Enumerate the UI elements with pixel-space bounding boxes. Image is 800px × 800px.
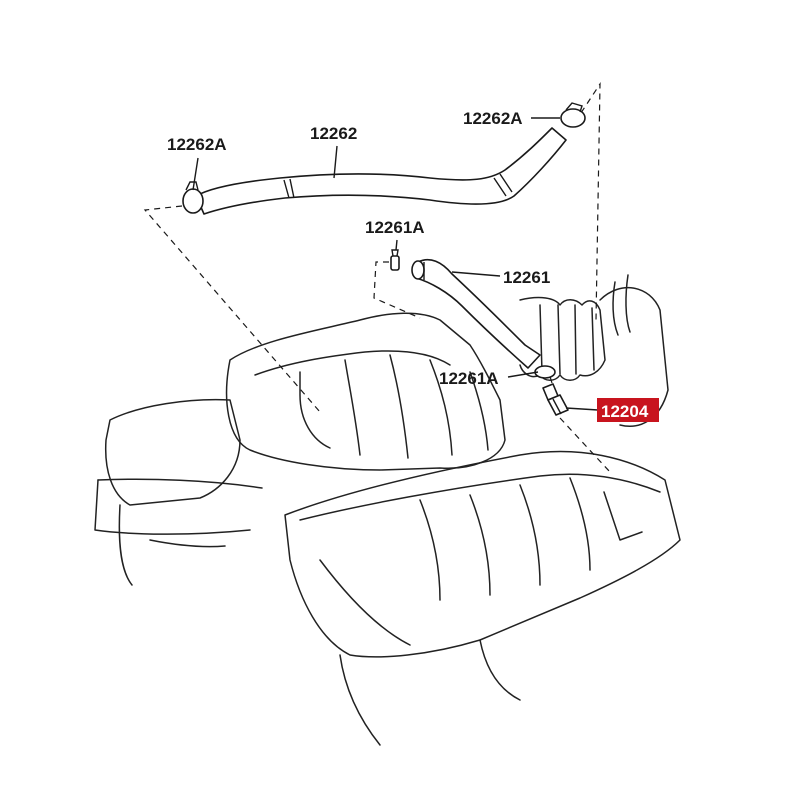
label-12262A-left[interactable]: 12262A [167, 135, 227, 154]
engine-assembly [94, 274, 681, 746]
label-12204[interactable]: 12204 [601, 402, 649, 421]
clamp-12262A-right[interactable] [560, 102, 586, 128]
clamp-12261A-top[interactable] [390, 249, 400, 271]
callout-lines [192, 117, 599, 411]
label-12261A-bottom[interactable]: 12261A [439, 369, 499, 388]
label-12262[interactable]: 12262 [310, 124, 357, 143]
part-labels: 12262A 12262 12262A 12261A 12261 12261A … [167, 109, 659, 422]
label-12261[interactable]: 12261 [503, 268, 550, 287]
pcv-valve-12204[interactable] [542, 383, 569, 416]
highlight-box-12204 [597, 398, 659, 422]
hose-12262[interactable] [195, 127, 567, 215]
label-12261A-top[interactable]: 12261A [365, 218, 425, 237]
label-12262A-right[interactable]: 12262A [463, 109, 523, 128]
hose-12261[interactable] [411, 258, 541, 369]
